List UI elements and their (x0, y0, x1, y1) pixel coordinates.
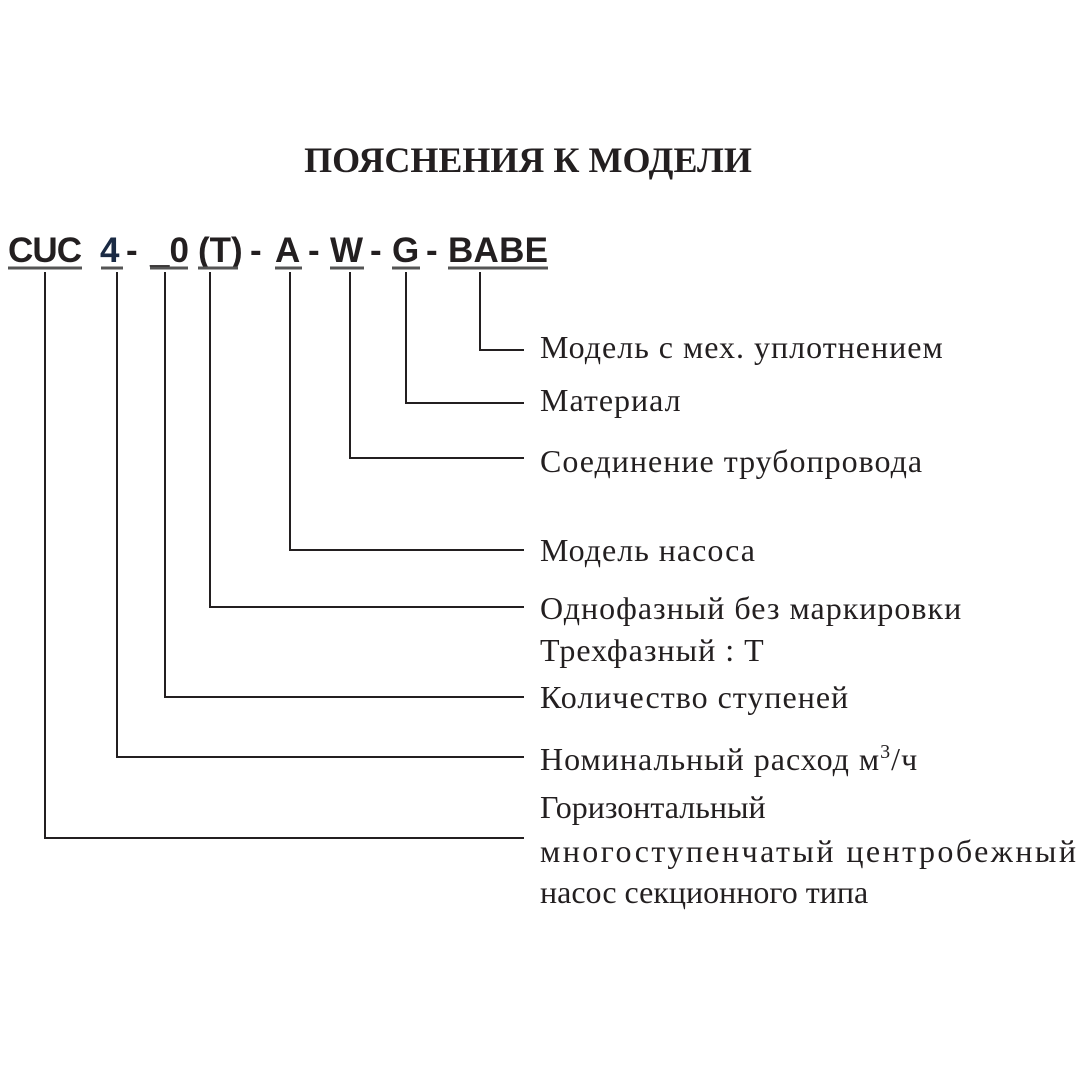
label-pump-model: Модель насоса (540, 532, 756, 568)
label-flow: Номинальный расход м3/ч (540, 741, 918, 777)
code-flow: 4 (100, 231, 120, 270)
code-dash: - (308, 231, 320, 270)
label-type-line1: Горизонтальный (540, 789, 766, 825)
code-stages: _0 (149, 231, 189, 270)
label-stages: Количество ступеней (540, 679, 849, 715)
code-connection: W (330, 231, 363, 270)
code-dash: - (126, 231, 138, 270)
label-type-line2: многоступенчатый центробежный (540, 833, 1076, 869)
label-type-line3: насос секционного типа (540, 874, 868, 910)
model-code: CUC 4 - _0 (T) - A - W - G - BABE (8, 231, 548, 270)
code-dash: - (370, 231, 382, 270)
code-dash: - (426, 231, 438, 270)
label-seal: Модель с мех. уплотнением (540, 329, 944, 365)
legend-labels: Модель с мех. уплотнением Материал Соеди… (540, 329, 1076, 910)
diagram-title: ПОЯСНЕНИЯ К МОДЕЛИ (304, 140, 752, 180)
code-phase: (T) (198, 231, 243, 270)
code-material: G (392, 231, 419, 270)
label-material: Материал (540, 382, 682, 418)
label-phase-three: Трехфазный : T (540, 632, 765, 668)
label-connection: Соединение трубопровода (540, 443, 923, 479)
leader-lines (44, 272, 524, 839)
label-phase-single: Однофазный без маркировки (540, 590, 962, 626)
code-series: CUC (8, 231, 82, 270)
code-pump-model: A (275, 231, 300, 270)
code-seal: BABE (448, 231, 548, 270)
code-dash: - (250, 231, 262, 270)
